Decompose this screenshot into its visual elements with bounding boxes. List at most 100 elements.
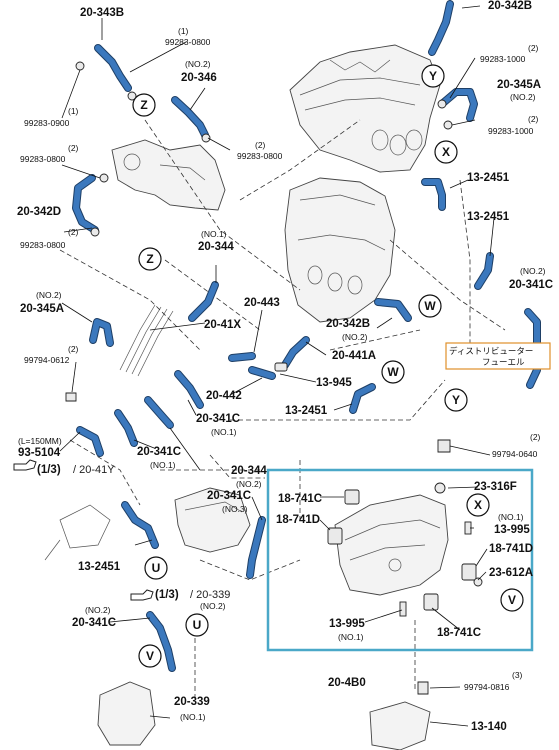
callout-label: 99794-0612 (24, 355, 70, 365)
callout-label: 99283-1000 (488, 126, 534, 136)
note-line-2: フューエル (482, 357, 525, 367)
hose-20-341C-no3 (246, 516, 266, 579)
callout-label: 20-41X (204, 319, 241, 331)
ref-circle-w: W (418, 294, 442, 318)
callout-label: 99794-0816 (464, 682, 510, 692)
ref-circle-x: X (434, 140, 458, 164)
hose-20-344-no2 (114, 409, 138, 447)
callout-label: 13-2451 (467, 172, 510, 184)
vacuum-canister (111, 139, 226, 211)
callout-label: 13-2451 (78, 561, 121, 573)
svg-text:V: V (146, 649, 154, 663)
callout-label: (2) (68, 344, 79, 354)
svg-text:U: U (193, 618, 202, 632)
callout-label: (NO.2) (36, 290, 62, 300)
callout-label: 13-995 (494, 524, 530, 536)
callout-label: (2) (528, 114, 539, 124)
ref-circle-v: V (500, 588, 524, 612)
svg-text:Z: Z (140, 98, 147, 112)
callout-label: (NO.2) (85, 605, 111, 615)
callout-label: (NO.1) (498, 512, 524, 522)
callout-label: 20-343B (80, 7, 124, 19)
callout-label: (NO.2) (510, 92, 536, 102)
svg-text:W: W (424, 299, 436, 313)
callout-label: 99283-0800 (165, 37, 211, 47)
callout-label: (NO.1) (338, 632, 364, 642)
callout-label: (1/3) (37, 464, 61, 476)
hose-20-345A-top (439, 88, 478, 122)
intake-manifold-upper (289, 44, 441, 173)
callout-label: / 20-41Y (73, 464, 115, 476)
lower-cover (97, 681, 431, 750)
ref-circle-z: Z (132, 93, 156, 117)
callout-label: / 20-339 (190, 589, 230, 601)
svg-text:Y: Y (429, 69, 437, 83)
callout-label: (3) (512, 670, 523, 680)
bracket-left (44, 504, 111, 561)
callout-label: (NO.2) (185, 59, 211, 69)
callout-label: 99283-0800 (237, 151, 283, 161)
svg-text:Z: Z (146, 252, 153, 266)
callout-label: (2) (68, 227, 79, 237)
callout-label: 20-341C (509, 279, 553, 291)
callout-label: 13-140 (471, 721, 507, 733)
hose-13-2451-c (349, 383, 376, 414)
bolts (65, 392, 451, 695)
callout-label: 18-741D (276, 514, 320, 526)
hose-13-2451-b (474, 252, 494, 290)
callout-label: 23-612A (489, 567, 533, 579)
hose-20-341C-no1-low (76, 426, 104, 457)
callout-label: 13-2451 (467, 211, 510, 223)
callout-label: 20-341C (137, 446, 181, 458)
svg-text:V: V (508, 593, 516, 607)
hose-20-342B-top (428, 0, 454, 56)
callout-label: (NO.1) (211, 427, 237, 437)
ref-circle-x: X (466, 493, 490, 517)
hose-clamps (75, 61, 453, 237)
hose-20-346 (171, 96, 209, 139)
callout-label: 20-342D (17, 206, 61, 218)
callout-label: (1) (68, 106, 79, 116)
callout-label: 18-741C (278, 493, 322, 505)
callout-label: 20-344 (198, 241, 234, 253)
hose-20-442 (248, 366, 276, 380)
callout-label: 18-741D (489, 543, 533, 555)
callout-label: 99794-0640 (492, 449, 538, 459)
callout-label: 13-945 (316, 377, 352, 389)
leader-lines (59, 5, 495, 727)
svg-text:X: X (442, 145, 450, 159)
hose-93-5104 (144, 396, 174, 429)
vacuum-tubes-bundle (119, 304, 174, 377)
callout-label: 20-345A (497, 79, 541, 91)
highlight-box (266, 468, 534, 652)
callout-label: 20-344 (231, 465, 267, 477)
callout-label: 20-345A (20, 303, 64, 315)
callout-label: (NO.1) (201, 229, 227, 239)
hose-20-343B (94, 44, 132, 92)
callout-label: (2) (528, 43, 539, 53)
callout-label: 93-5104 (18, 447, 61, 459)
callout-label: 20-346 (181, 72, 217, 84)
ref-circle-u: U (185, 613, 209, 637)
svg-text:W: W (387, 365, 399, 379)
hose-20-345A-left (89, 318, 114, 347)
pointing-hand-icon (13, 459, 37, 471)
callout-label: 20-443 (244, 297, 280, 309)
callout-label: (NO.2) (520, 266, 546, 276)
ref-circle-y: Y (444, 388, 468, 412)
callout-label: (NO.2) (200, 601, 226, 611)
callout-label: (NO.1) (150, 460, 176, 470)
ref-circle-z: Z (138, 247, 162, 271)
hose-20-342D (72, 174, 99, 234)
callout-label: 20-441A (332, 350, 376, 362)
callout-label: 20-341C (72, 617, 116, 629)
callout-label: (NO.3) (222, 504, 248, 514)
callout-label: 20-442 (206, 390, 242, 402)
hose-13-2451-a (421, 178, 446, 211)
callout-label: (L=150MM) (18, 436, 62, 446)
callout-label: (2) (530, 432, 541, 442)
sensors-connectors (274, 362, 483, 617)
reference-markers: Z Z Y Y X X W W (132, 64, 524, 668)
callout-label: 23-316F (474, 481, 517, 493)
